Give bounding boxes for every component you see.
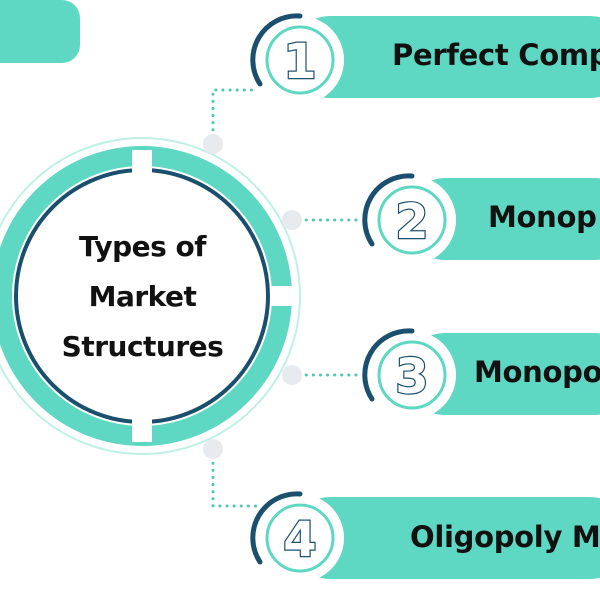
center-title-line-1: Types of	[79, 230, 206, 263]
badge-number: 2	[395, 194, 428, 250]
center-title: Types of Market Structures	[40, 222, 245, 372]
badge-number: 1	[283, 34, 316, 90]
badge-number: 3	[395, 349, 428, 405]
connector-dots	[203, 134, 302, 459]
band-2	[405, 178, 600, 260]
corner-decoration	[0, 0, 80, 63]
badge-2: 2	[362, 173, 456, 264]
band-4	[290, 497, 600, 579]
label-bands	[290, 16, 600, 579]
item-label-2: Monop	[488, 200, 597, 234]
center-title-line-2: Market	[88, 280, 197, 313]
center-title-line-3: Structures	[61, 330, 224, 363]
band-3	[405, 333, 600, 415]
item-label-1: Perfect Comp	[392, 38, 600, 72]
badge-4: 4	[250, 491, 344, 582]
badge-1: 1	[250, 13, 344, 104]
badge-number: 4	[283, 512, 316, 568]
center-ring	[0, 137, 301, 455]
badge-3: 3	[362, 328, 456, 419]
item-label-3: Monopo	[474, 355, 600, 389]
connector-lines	[211, 88, 362, 508]
item-label-4: Oligopoly M	[410, 520, 600, 554]
band-1	[290, 16, 600, 98]
